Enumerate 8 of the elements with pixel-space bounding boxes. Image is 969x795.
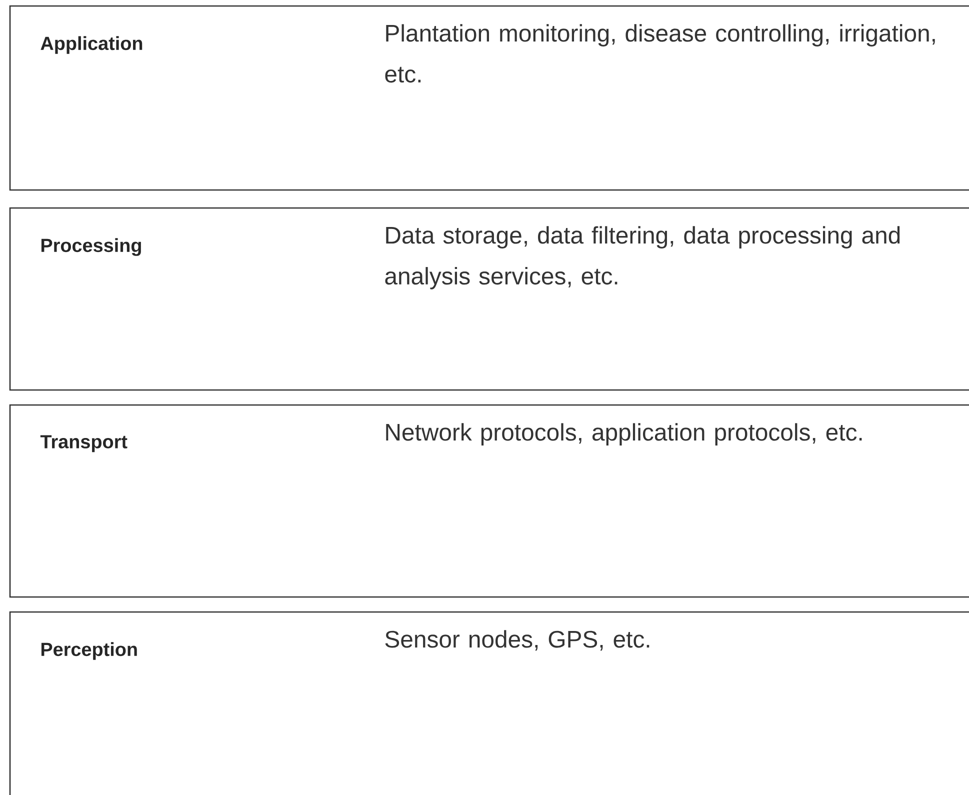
layer-description: Sensor nodes, GPS, etc. [385, 630, 650, 651]
layer-name: Transport [40, 435, 128, 452]
layer-description: Data storage, data filtering, data processing and analysis services, etc. [385, 226, 900, 290]
layer-name: Perception [41, 642, 137, 660]
layer-name: Processing [41, 238, 141, 256]
layer-name: Application [40, 36, 142, 54]
layer-description: Network protocols, application protocols, etc. [386, 423, 862, 446]
layer-description: Plantation monitoring, disease controlling, irrigation, etc. [385, 24, 935, 83]
